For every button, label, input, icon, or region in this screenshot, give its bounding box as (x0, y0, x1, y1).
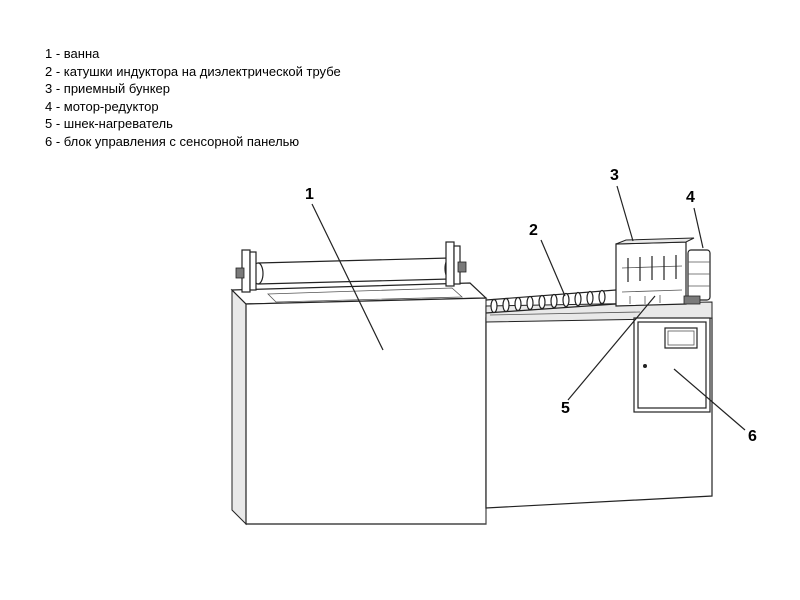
callout-6: 6 (748, 428, 757, 445)
callout-1: 1 (305, 186, 314, 203)
motor-body (687, 249, 711, 301)
legend-item-6: 6 - блок управления с сенсорной панелью (45, 133, 300, 149)
touch-panel (664, 327, 698, 349)
bath (230, 282, 488, 526)
roller-bracket-right (445, 241, 455, 287)
leader-1 (311, 203, 384, 351)
bath-opening (267, 287, 464, 303)
legend-item-3: 3 - приемный бункер (45, 81, 171, 96)
legend-item-2: 2 - катушки индуктора на диэлектрической… (45, 63, 341, 79)
bath-front (245, 297, 487, 525)
legend: 1 - ванна 2 - катушки индуктора на диэле… (45, 45, 341, 150)
leader-3 (616, 185, 634, 242)
callout-5: 5 (561, 400, 570, 417)
inductor-tube (485, 289, 617, 314)
callout-2: 2 (529, 222, 538, 239)
leader-4 (693, 207, 704, 249)
leader-lines (311, 185, 746, 431)
legend-item-4: 4 - мотор-редуктор (45, 98, 159, 114)
roller-assembly (235, 241, 467, 293)
callout-4: 4 (686, 189, 695, 206)
callout-3: 3 (610, 167, 619, 184)
legend-item-5: 5 - шнек-нагреватель (45, 116, 173, 131)
leader-5 (567, 295, 656, 401)
door-handle (643, 364, 647, 368)
legend-item-1: 1 - ванна (45, 46, 100, 61)
hopper (615, 237, 695, 307)
bath-side (231, 288, 247, 526)
leader-2 (540, 239, 566, 297)
motor-reducer (683, 249, 711, 305)
leader-6 (673, 368, 746, 431)
control-unit (633, 317, 711, 413)
